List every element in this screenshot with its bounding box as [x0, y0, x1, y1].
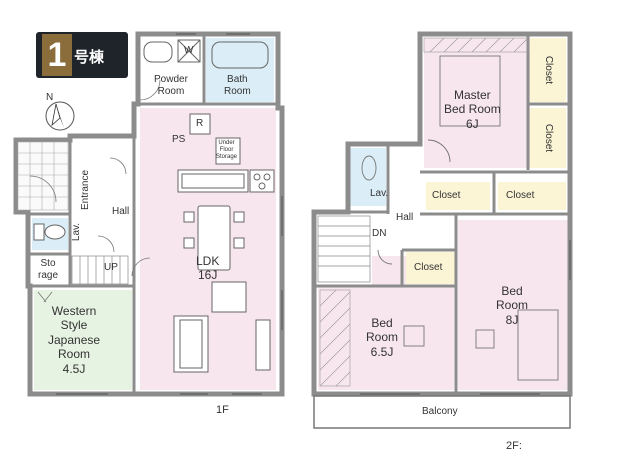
wall-2f — [311, 31, 573, 397]
lav-1f-label: Lav. — [71, 222, 83, 242]
floor-2f-label: 2F: — [506, 440, 522, 452]
japanese-fill — [34, 290, 132, 390]
ps-label: PS — [172, 134, 186, 145]
r-label: R — [196, 118, 204, 129]
dn-label: DN — [372, 228, 387, 239]
hall-1f-label: Hall — [112, 206, 130, 217]
entrance-label: Entrance — [80, 169, 92, 211]
building-number: 1 — [42, 34, 72, 76]
wall-1f — [13, 31, 285, 397]
w-label: W — [184, 45, 194, 56]
hall-2f-label: Hall — [396, 212, 414, 223]
north-label: N — [46, 92, 54, 103]
lav-2f-label: Lav. — [370, 188, 389, 199]
floor-1f-label: 1F — [216, 404, 229, 416]
up-label: UP — [104, 262, 118, 273]
master-fill — [424, 38, 530, 168]
balcony-label: Balcony — [422, 406, 458, 417]
compass-icon — [45, 101, 75, 131]
closet-label-1: Closet — [432, 190, 461, 201]
closet-label-3: Closet — [414, 262, 443, 273]
closet-label-right-b: Closet — [543, 123, 555, 153]
closet-label-2: Closet — [506, 190, 535, 201]
building-label: 号棟 — [74, 49, 105, 66]
closet-label-right-a: Closet — [543, 55, 555, 85]
